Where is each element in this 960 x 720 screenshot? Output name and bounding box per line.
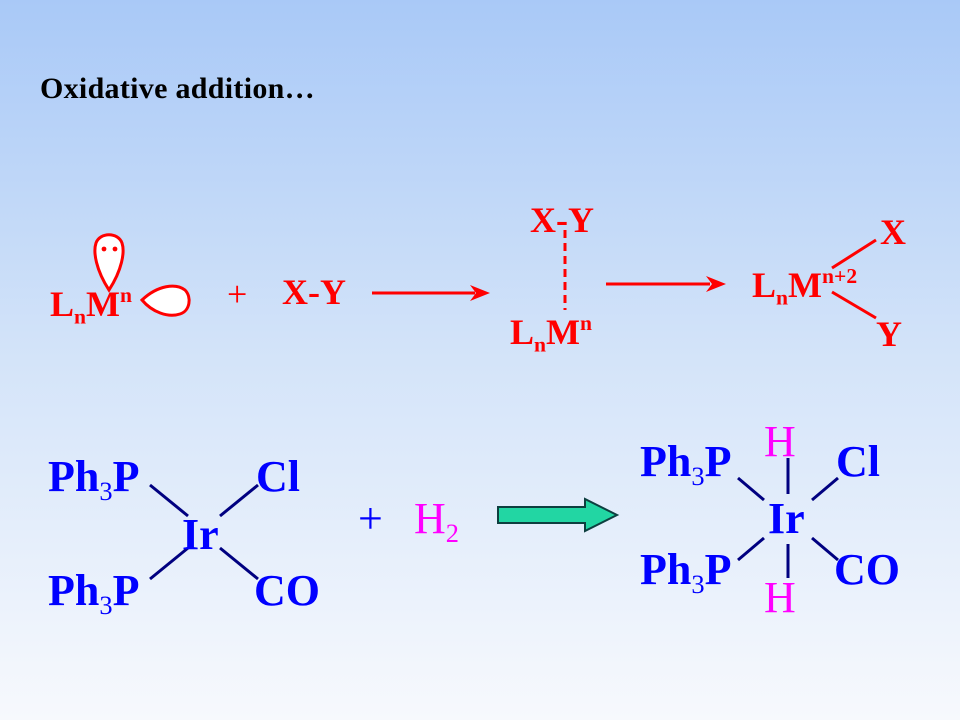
reactant-ph3p-top: Ph3P	[48, 452, 140, 507]
bond-ir-cl	[219, 483, 259, 518]
metal-complex-label: LnMn	[50, 283, 133, 329]
slide-title: Oxidative addition…	[40, 72, 315, 105]
product-ph3p-bottom: Ph3P	[640, 545, 732, 600]
reactant-ir: Ir	[182, 510, 219, 559]
product-bond-co	[811, 536, 839, 562]
orbital-lobe-horizontal	[139, 284, 191, 317]
plus-sign-1: +	[227, 274, 248, 314]
product-bond-p-top	[737, 476, 765, 502]
bond-ir-p-bottom	[149, 546, 189, 581]
product-co: CO	[834, 545, 900, 594]
reagent-xy: X-Y	[282, 272, 346, 312]
product-h-top: H	[764, 417, 796, 466]
reagent-h2: H2	[414, 494, 459, 549]
orbital-electron-left	[101, 246, 107, 252]
product-cl: Cl	[836, 437, 880, 486]
reactant-cl: Cl	[256, 452, 300, 501]
reaction-arrow-1-head	[470, 285, 490, 301]
product-metal-label: LnMn+2	[752, 264, 858, 310]
product-h-bottom: H	[764, 573, 796, 622]
reactant-ph3p-bottom: Ph3P	[48, 566, 140, 621]
bond-m-x	[831, 238, 877, 270]
orbital-electron-right	[112, 246, 118, 252]
bond-ir-p-top	[149, 483, 189, 518]
intermediate-xy: X-Y	[530, 200, 594, 240]
product-ir: Ir	[768, 494, 805, 543]
bond-ir-co	[219, 546, 259, 581]
plus-sign-2: +	[358, 494, 383, 543]
product-bond-cl	[811, 476, 839, 502]
intermediate-metal-label: LnMn	[510, 311, 593, 357]
reactant-co: CO	[254, 566, 320, 615]
green-reaction-arrow	[497, 497, 620, 533]
reaction-arrow-2-head	[706, 276, 726, 292]
product-y: Y	[876, 314, 902, 354]
product-ph3p-top: Ph3P	[640, 437, 732, 492]
orbital-lobe-vertical	[93, 233, 125, 293]
product-bond-p-bottom	[737, 536, 765, 562]
bond-m-y	[831, 290, 877, 320]
product-x: X	[880, 212, 906, 252]
